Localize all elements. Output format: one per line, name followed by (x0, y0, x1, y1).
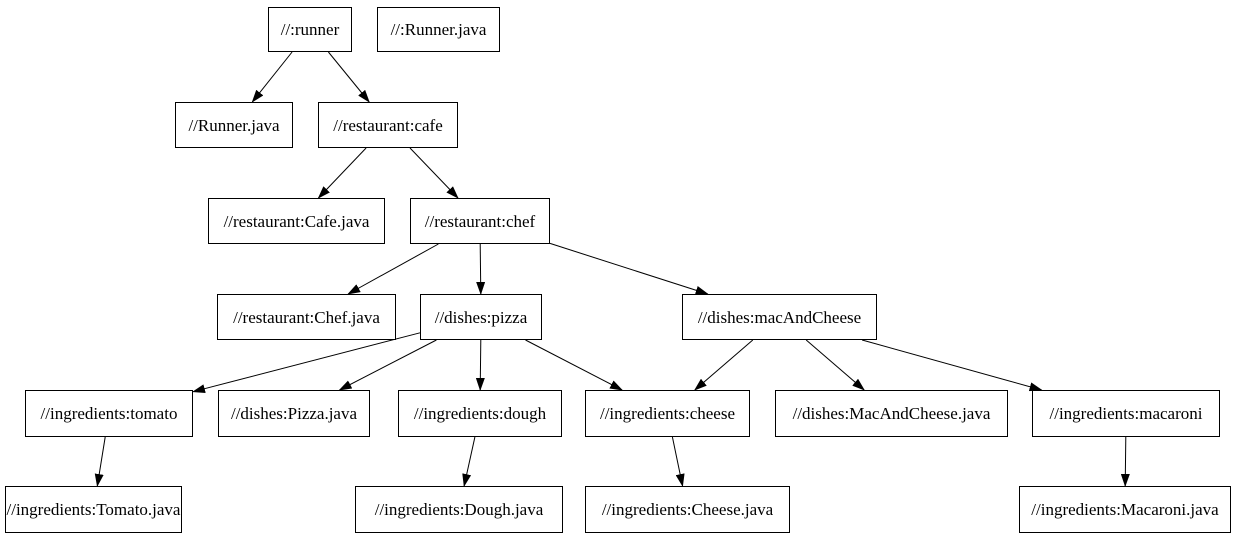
edge-runner-to-runner-java (251, 51, 293, 103)
edge-cheese-to-cheese-java (671, 436, 685, 487)
node-label: //ingredients:dough (413, 404, 547, 423)
node-label: //restaurant:Cafe.java (223, 211, 370, 231)
node-label: //ingredients:tomato (40, 404, 178, 423)
edge-cafe-to-chef (409, 147, 459, 199)
node-label: //:runner (280, 20, 340, 39)
edge-chef-to-pizza (476, 243, 486, 295)
node-mac-and-cheese-java: //dishes:MacAndCheese.java (775, 390, 1008, 437)
node-cafe: //restaurant:cafe (318, 102, 458, 148)
edge-runner-to-cafe (328, 51, 370, 103)
node-macaroni-java: //ingredients:Macaroni.java (1019, 486, 1231, 533)
node-label: //dishes:Pizza.java (230, 404, 358, 423)
node-chef: //restaurant:chef (410, 198, 550, 244)
node-chef-java: //restaurant:Chef.java (217, 294, 396, 340)
node-tomato-java: //ingredients:Tomato.java (5, 486, 182, 533)
edge-pizza-to-dough (475, 339, 485, 391)
node-label: //ingredients:Tomato.java (6, 500, 181, 519)
edge-pizza-to-tomato (192, 332, 421, 394)
node-label: //ingredients:Dough.java (374, 500, 544, 519)
edge-chef-to-chef-java (347, 243, 439, 295)
node-mac-and-cheese: //dishes:macAndCheese (682, 294, 877, 340)
node-tomato: //ingredients:tomato (25, 390, 193, 437)
node-label: //dishes:macAndCheese (697, 307, 862, 327)
edge-dough-to-dough-java (462, 436, 476, 487)
node-label: //restaurant:cafe (333, 115, 443, 135)
edge-lines (94, 51, 1130, 487)
edge-mac-and-cheese-to-macaroni (861, 339, 1043, 392)
node-label: //dishes:pizza (434, 307, 528, 327)
node-runner: //:runner (268, 7, 352, 52)
node-label: //ingredients:Cheese.java (601, 500, 774, 519)
edge-pizza-to-pizza-java (338, 339, 437, 391)
edge-cafe-to-cafe-java (317, 147, 367, 199)
edge-tomato-to-tomato-java (94, 436, 106, 487)
node-cheese-java: //ingredients:Cheese.java (585, 486, 790, 533)
node-label: //restaurant:Chef.java (233, 307, 380, 327)
edge-chef-to-mac-and-cheese (549, 242, 709, 295)
node-label: //dishes:MacAndCheese.java (792, 404, 991, 423)
node-label: //Runner.java (188, 115, 280, 135)
node-label: //restaurant:chef (424, 211, 536, 231)
node-label: //ingredients:macaroni (1049, 404, 1203, 423)
node-pizza-java: //dishes:Pizza.java (218, 390, 370, 437)
node-pizza: //dishes:pizza (420, 294, 542, 340)
edge-mac-and-cheese-to-mac-and-cheese-java (805, 339, 865, 391)
node-dough-java: //ingredients:Dough.java (355, 486, 563, 533)
edge-macaroni-to-macaroni-java (1120, 436, 1130, 487)
node-runner-java: //Runner.java (175, 102, 293, 148)
node-dough: //ingredients:dough (398, 390, 562, 437)
node-label: //:Runner.java (390, 20, 487, 39)
node-runner-java-src: //:Runner.java (377, 7, 500, 52)
node-cheese: //ingredients:cheese (585, 390, 750, 437)
edge-mac-and-cheese-to-cheese (694, 339, 754, 391)
edge-pizza-to-cheese (525, 339, 623, 391)
node-cafe-java: //restaurant:Cafe.java (208, 198, 385, 244)
node-macaroni: //ingredients:macaroni (1032, 390, 1220, 437)
node-label: //ingredients:Macaroni.java (1031, 500, 1219, 519)
node-label: //ingredients:cheese (599, 404, 735, 423)
